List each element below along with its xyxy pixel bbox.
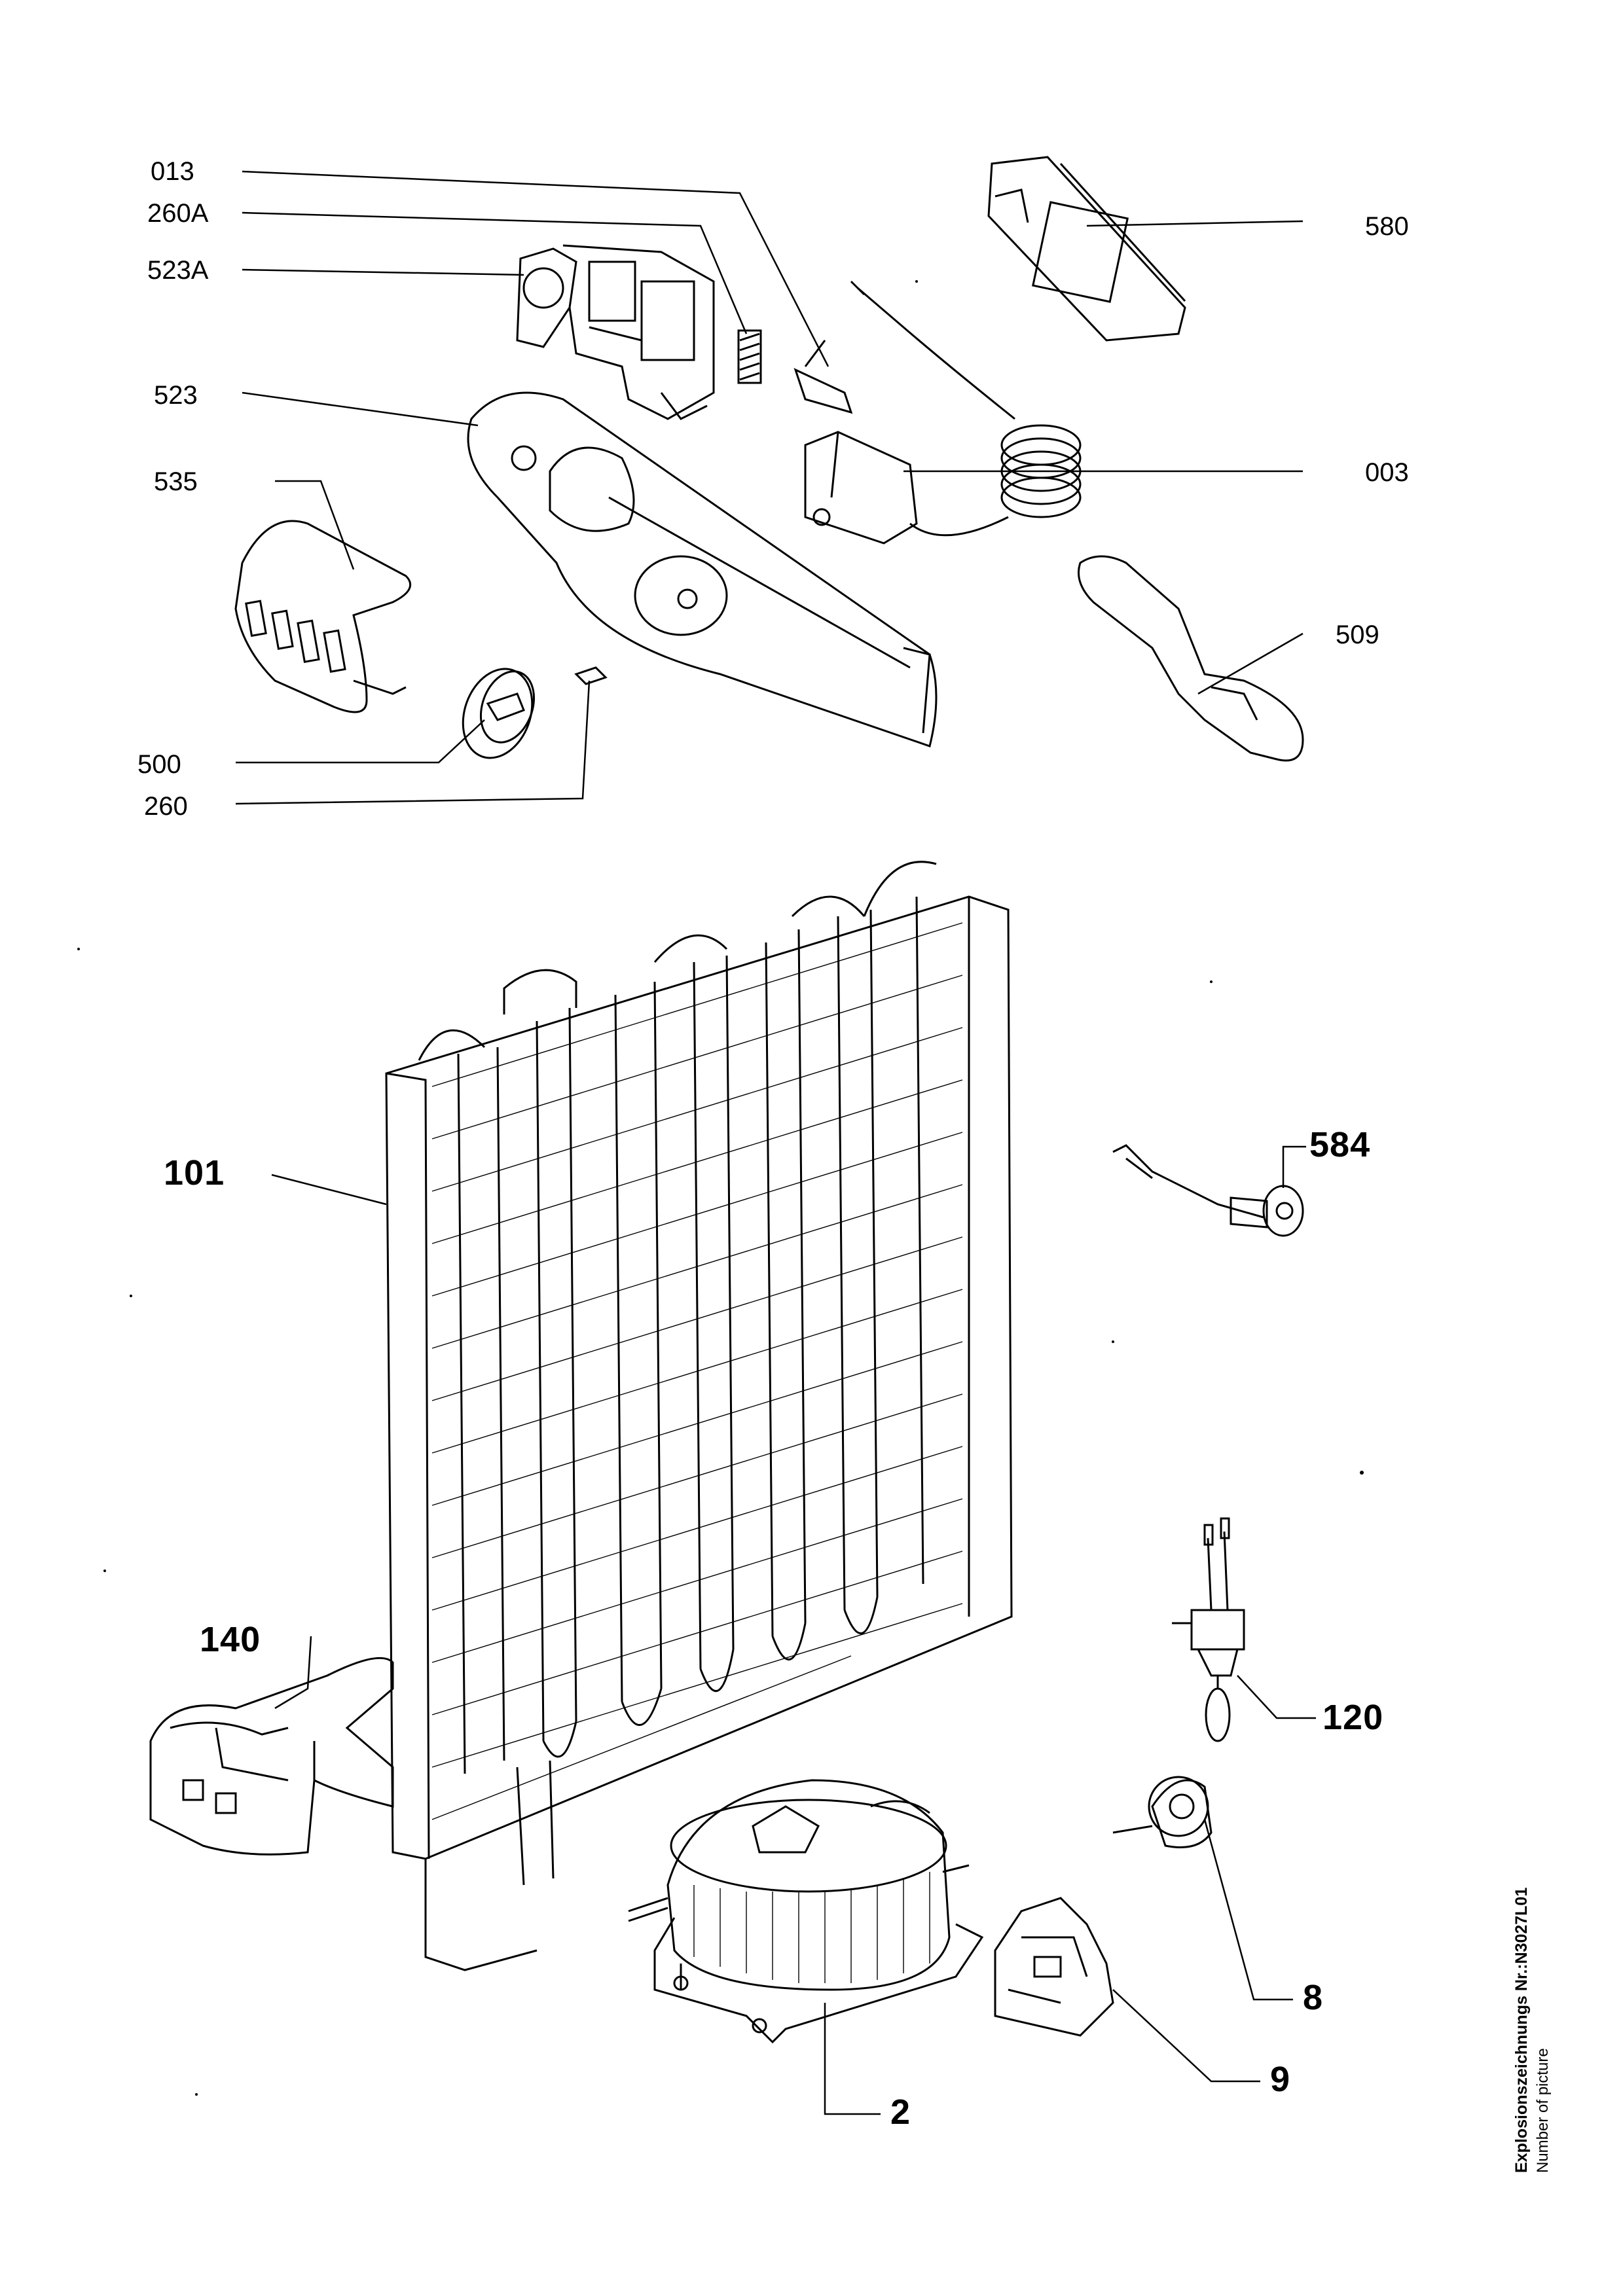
- label-535: 535: [154, 467, 198, 496]
- lamp-housing-part: [467, 391, 938, 747]
- label-260A: 260A: [147, 199, 209, 228]
- lamp-cover-part: [234, 520, 412, 713]
- handle-part: [1078, 555, 1304, 762]
- clip-part: [574, 666, 608, 685]
- starter-relay-part: [1172, 1517, 1245, 1742]
- label-260: 260: [144, 792, 188, 821]
- picture-number-subtitle: Number of picture: [1534, 2048, 1552, 2173]
- knob-part: [462, 668, 536, 759]
- label-523A: 523A: [147, 256, 209, 285]
- overload-protector-part: [1112, 1776, 1213, 1848]
- label-8: 8: [1303, 1978, 1324, 2017]
- scan-noise: [77, 280, 1364, 2096]
- label-101: 101: [164, 1153, 225, 1193]
- picture-number-title: Explosionszeichnungs Nr.:N3027L01: [1512, 1887, 1531, 2173]
- mounting-clip-part: [994, 1897, 1114, 2037]
- label-2: 2: [890, 2092, 911, 2132]
- leader-lines: [235, 170, 1316, 2115]
- label-580: 580: [1365, 212, 1409, 241]
- plunger-part: [793, 340, 853, 414]
- label-509: 509: [1336, 620, 1379, 649]
- compressor-part: [628, 1779, 984, 2044]
- condenser-part: [385, 861, 1013, 1971]
- label-9: 9: [1270, 2060, 1291, 2099]
- spring-part: [737, 329, 762, 384]
- label-003: 003: [1365, 458, 1409, 487]
- switch-block-part: [516, 244, 715, 420]
- label-120: 120: [1322, 1698, 1384, 1737]
- label-140: 140: [200, 1620, 261, 1659]
- drip-tray-part: [149, 1657, 394, 1856]
- bracket-part: [987, 156, 1186, 342]
- label-584: 584: [1309, 1125, 1371, 1164]
- label-500: 500: [137, 750, 181, 779]
- label-523: 523: [154, 381, 198, 410]
- label-013: 013: [151, 157, 194, 186]
